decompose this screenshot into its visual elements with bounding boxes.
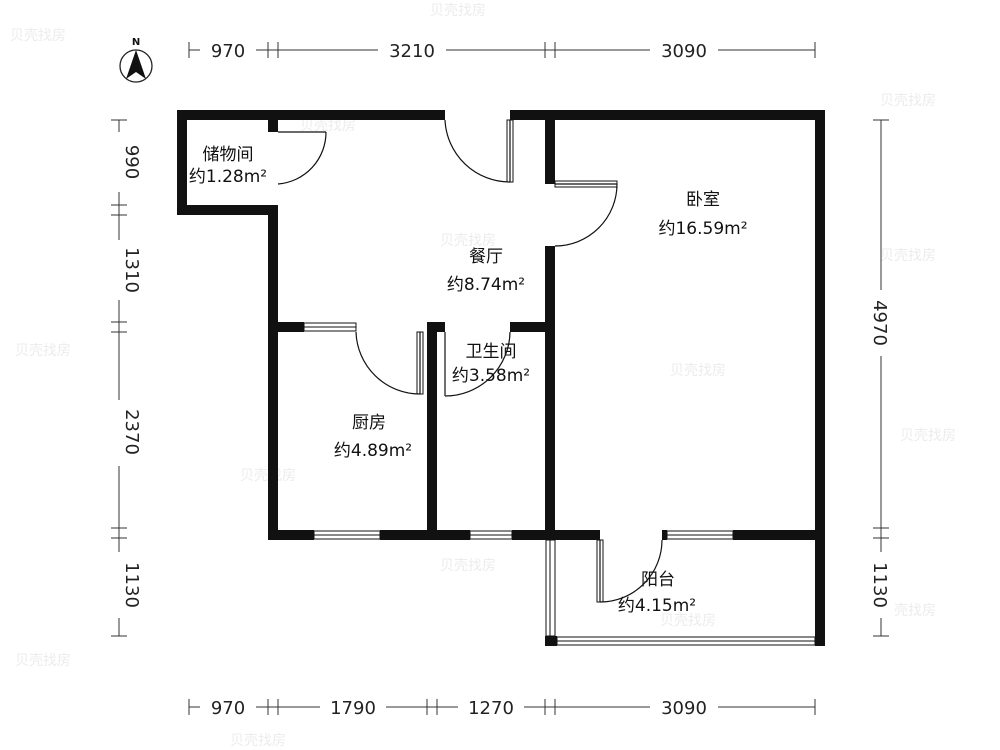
- dim-top-2: 3210: [389, 41, 435, 62]
- watermark: 贝壳找房: [300, 117, 356, 134]
- dim-bottom-3: 1270: [468, 698, 514, 719]
- compass: N: [119, 37, 153, 83]
- room-area-balcony: 约4.15m²: [618, 596, 696, 616]
- door-jambs: [416, 119, 618, 603]
- watermark: 贝壳找房: [230, 732, 286, 749]
- watermark: 贝壳找房: [10, 27, 66, 44]
- north-arrow-icon: [126, 50, 146, 79]
- watermark: 贝壳找房: [880, 602, 936, 619]
- dim-left-1: 990: [121, 145, 142, 179]
- room-name-bedroom: 卧室: [686, 190, 720, 210]
- dim-left-3: 2370: [121, 409, 142, 455]
- watermark: 贝壳找房: [660, 612, 716, 629]
- dim-right-2: 1130: [869, 562, 890, 608]
- watermark: 贝壳找房: [880, 92, 936, 109]
- room-area-bedroom: 约16.59m²: [658, 219, 747, 239]
- watermark: 贝壳找房: [440, 232, 496, 249]
- dim-left-4: 1130: [121, 562, 142, 608]
- dim-top-1: 970: [211, 41, 245, 62]
- watermark: 贝壳找房: [440, 557, 496, 574]
- watermark: 贝壳找房: [900, 427, 956, 444]
- dim-bottom-4: 3090: [661, 698, 707, 719]
- walls: [177, 110, 825, 646]
- dim-left-2: 1310: [121, 247, 142, 293]
- dim-bottom-2: 1790: [330, 698, 376, 719]
- dim-bottom-1: 970: [211, 698, 245, 719]
- compass-north-label: N: [132, 37, 140, 48]
- watermark: 贝壳找房: [880, 247, 936, 264]
- room-name-storage: 储物间: [203, 145, 254, 165]
- room-name-dining: 餐厅: [469, 247, 503, 267]
- dim-right-1: 4970: [869, 300, 890, 346]
- dim-top-3: 3090: [661, 41, 707, 62]
- watermark: 贝壳找房: [15, 652, 71, 669]
- dimension-labels: 970 3210 3090 970 1790 1270 3090 990 131…: [121, 41, 890, 719]
- doors: [277, 119, 663, 603]
- watermark: 贝壳找房: [670, 362, 726, 379]
- room-area-storage: 约1.28m²: [189, 167, 267, 187]
- window-panes: [304, 326, 815, 642]
- watermark: 贝壳找房: [430, 2, 486, 19]
- watermark: 贝壳找房: [15, 342, 71, 359]
- room-area-bathroom: 约3.58m²: [452, 366, 530, 386]
- room-name-kitchen: 厨房: [352, 413, 386, 433]
- windows: [303, 322, 816, 646]
- room-name-balcony: 阳台: [641, 570, 675, 590]
- room-area-kitchen: 约4.89m²: [334, 441, 412, 461]
- dimension-label-backgrounds: [107, 38, 893, 719]
- room-labels: 储物间 约1.28m² 餐厅 约8.74m² 卧室 约16.59m² 卫生间 约…: [189, 145, 748, 616]
- room-area-dining: 约8.74m²: [447, 275, 525, 295]
- room-name-bathroom: 卫生间: [466, 342, 517, 362]
